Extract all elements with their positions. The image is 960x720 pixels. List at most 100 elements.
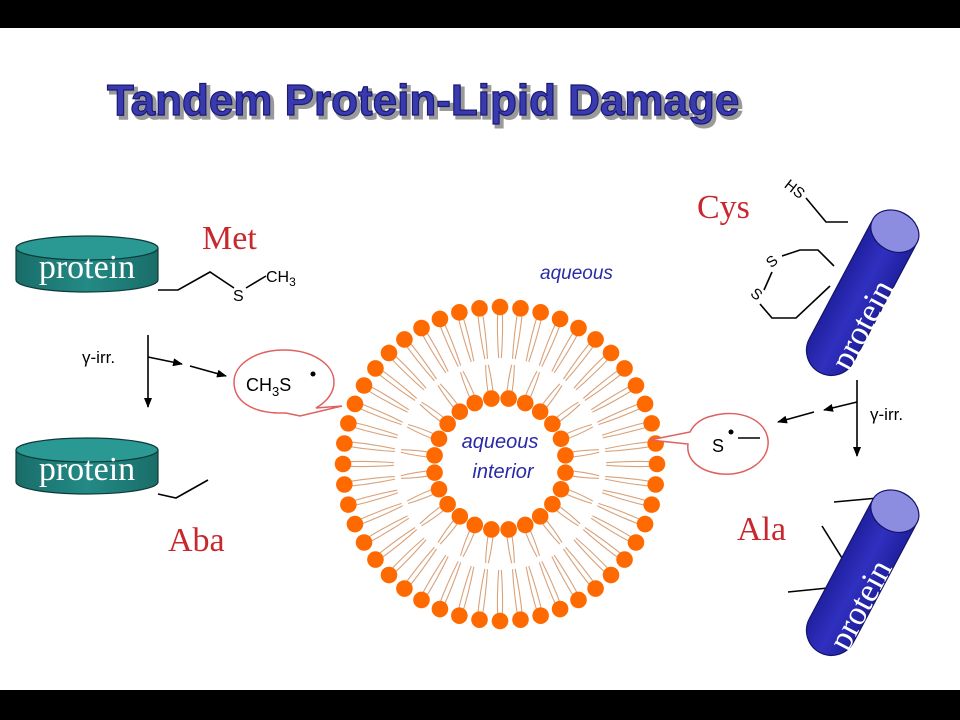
outer-lipid-head: [413, 591, 430, 609]
outer-lipid-head: [636, 395, 654, 413]
outer-lipid-head: [491, 298, 509, 316]
outer-lipid-head: [451, 607, 468, 624]
s-radical-dot: [728, 429, 734, 435]
outer-lipid-head: [587, 580, 604, 597]
outer-lipid: [551, 554, 587, 609]
inner-lipid: [552, 480, 594, 505]
aba-protein-group: protein Aba: [15, 437, 225, 559]
outer-lipid-head: [512, 611, 529, 628]
outer-lipid: [538, 561, 569, 618]
right-irradiation-group: γ-irr.: [777, 380, 903, 457]
outer-lipid: [590, 377, 645, 413]
outer-lipid-head: [512, 300, 529, 317]
cys-hs-bond: [805, 197, 848, 223]
left-right-arrow-short: [147, 356, 183, 367]
inner-lipid-head: [426, 447, 443, 464]
ala-label: Ala: [737, 511, 786, 548]
title-shadow: Tandem Protein-Lipid Damage: [110, 79, 742, 128]
inner-lipid-head: [439, 495, 456, 513]
inner-lipid-head: [500, 390, 517, 407]
outer-lipid-head: [380, 344, 398, 362]
outer-lipid: [396, 546, 437, 597]
outer-lipid-head: [532, 607, 549, 624]
ch3s-radical-callout: CH3S: [233, 349, 343, 417]
outer-lipid: [346, 395, 403, 426]
outer-lipid: [563, 331, 604, 382]
outer-lipid-head: [491, 612, 509, 630]
outer-lipid-head: [340, 415, 357, 432]
outer-lipid-head: [648, 455, 666, 473]
ch3s-callout-bubble: [233, 349, 343, 417]
inner-lipid: [557, 447, 600, 464]
inner-lipid: [459, 370, 484, 412]
inner-lipid: [459, 516, 484, 558]
outer-lipid: [551, 319, 587, 374]
met-protein-label: protein: [39, 249, 135, 286]
outer-lipid-head: [346, 395, 364, 413]
outer-lipid-head: [471, 611, 488, 628]
outer-lipid: [582, 360, 633, 401]
inner-lipid: [500, 364, 517, 407]
outer-lipid: [413, 319, 449, 374]
outer-lipid: [597, 502, 654, 533]
outer-lipid-head: [355, 377, 373, 394]
inner-lipid: [400, 464, 443, 481]
inner-lipid-head: [466, 394, 484, 412]
outer-lipid-head: [643, 415, 660, 432]
diagram-canvas: Tandem Protein-Lipid Damage Tandem Prote…: [15, 75, 920, 656]
outer-lipid-head: [602, 344, 620, 362]
outer-lipid: [604, 475, 664, 493]
inner-lipid: [437, 508, 469, 545]
outer-lipid: [491, 298, 509, 359]
outer-lipid: [601, 415, 660, 439]
inner-lipid: [483, 521, 500, 564]
outer-lipid: [451, 565, 475, 624]
outer-lipid: [491, 569, 509, 630]
aqueous-outer-label: aqueous: [540, 263, 613, 284]
inner-lipid: [516, 370, 541, 412]
met-ch3-label: CH3: [266, 269, 296, 289]
outer-lipid-head: [570, 591, 587, 609]
inner-lipid-head: [430, 480, 448, 498]
inner-lipid-head: [426, 464, 443, 481]
outer-lipid: [604, 435, 664, 453]
outer-lipid: [511, 568, 529, 628]
aqueous-interior-label-1: aqueous: [462, 431, 539, 453]
outer-lipid-head: [431, 600, 449, 618]
inner-lipid: [483, 364, 500, 407]
outer-lipid-head: [627, 534, 645, 551]
left-right-arrow-long: [189, 365, 227, 378]
outer-lipid: [538, 310, 569, 367]
outer-lipid: [355, 515, 410, 551]
met-protein-group: protein S CH3 Met: [15, 220, 296, 305]
outer-lipid-head: [340, 496, 357, 513]
outer-lipid-head: [367, 551, 384, 568]
outer-lipid-head: [413, 319, 430, 337]
outer-lipid: [413, 554, 449, 609]
outer-lipid-head: [616, 360, 633, 377]
outer-lipid: [511, 300, 529, 360]
outer-lipid: [601, 489, 660, 513]
inner-lipid-head: [544, 415, 561, 433]
inner-lipid-head: [557, 447, 574, 464]
outer-lipid-head: [647, 476, 664, 493]
inner-lipid: [406, 423, 448, 448]
inner-lipid-head: [451, 508, 469, 525]
ch3s-radical-dot: [310, 371, 316, 377]
outer-lipid-head: [643, 496, 660, 513]
inner-lipid: [531, 383, 563, 420]
aba-protein-cylinder-top: [15, 437, 159, 463]
outer-lipid-head: [451, 304, 468, 321]
inner-lipid: [516, 516, 541, 558]
inner-lipid: [531, 508, 563, 545]
outer-lipid-head: [602, 566, 620, 584]
outer-lipid: [471, 300, 489, 360]
outer-lipid: [367, 360, 418, 401]
inner-lipid-head: [430, 430, 448, 448]
outer-lipid: [367, 527, 418, 568]
outer-lipid-head: [336, 476, 353, 493]
met-protein-cylinder-top: [15, 235, 159, 261]
outer-lipid-head: [551, 600, 569, 618]
inner-lipid: [557, 464, 600, 481]
outer-lipid-head: [334, 455, 352, 473]
